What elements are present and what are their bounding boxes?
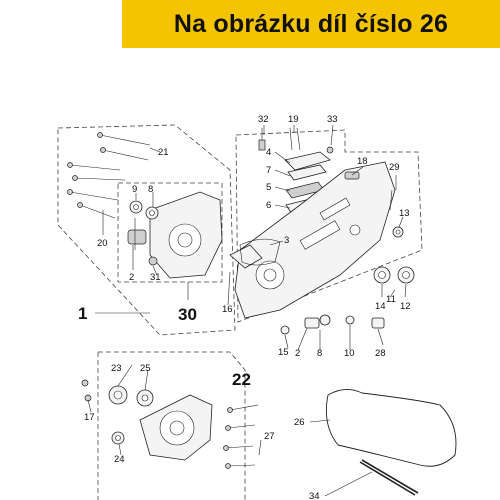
callout-25: 25 [140, 363, 151, 374]
group-outline-left [57, 124, 236, 336]
callout-19: 19 [288, 114, 299, 125]
callout-11: 11 [386, 294, 396, 305]
callout-12: 12 [400, 301, 411, 312]
callout-13: 13 [399, 208, 410, 219]
group-outline-22 [97, 351, 246, 500]
callout-14: 14 [375, 301, 386, 312]
callout-33: 33 [327, 114, 338, 125]
leader-lines [87, 124, 407, 497]
callout-24: 24 [114, 454, 125, 465]
callout-10: 10 [344, 348, 355, 359]
bolt-set-20-21 [67, 132, 151, 219]
callout-30: 30 [178, 305, 197, 324]
strip-34 [359, 459, 419, 496]
clutch-side-cover [81, 379, 213, 461]
callout-26: 26 [294, 417, 305, 428]
callout-8a: 8 [148, 184, 153, 195]
cover-gasket-26 [325, 389, 457, 467]
callout-1: 1 [78, 304, 87, 323]
main-crankcase-half [229, 161, 396, 319]
banner-title: Na obrázku díl číslo 26 [173, 9, 449, 38]
title-banner: Na obrázku díl číslo 26 [122, 0, 500, 48]
callout-8b: 8 [317, 348, 322, 359]
callout-28: 28 [375, 348, 386, 359]
callout-4: 4 [266, 147, 271, 158]
callout-22: 22 [232, 370, 251, 389]
callout-16: 16 [222, 304, 233, 315]
callout-7: 7 [266, 165, 271, 176]
callout-34: 34 [309, 491, 320, 500]
group-outline-main [235, 129, 423, 323]
crankcase-gasket [239, 238, 281, 266]
callout-29: 29 [389, 162, 400, 173]
callout-17: 17 [84, 412, 95, 423]
callout-27: 27 [264, 431, 275, 442]
callout-9: 9 [132, 184, 137, 195]
callout-31: 31 [150, 272, 161, 283]
callout-32: 32 [258, 114, 269, 125]
bearings-right [280, 171, 415, 335]
callout-3: 3 [284, 235, 289, 246]
callout-15: 15 [278, 347, 289, 358]
callout-20: 20 [97, 238, 108, 249]
callout-18: 18 [357, 156, 368, 167]
callout-6: 6 [266, 200, 271, 211]
callout-2a: 2 [129, 272, 134, 283]
group-outline-30 [117, 182, 223, 283]
callout-2b: 2 [295, 348, 300, 359]
screw-set-27 [223, 404, 259, 469]
left-crankcase-half [127, 191, 223, 279]
callout-23: 23 [111, 363, 122, 374]
callout-5: 5 [266, 182, 271, 193]
callout-21: 21 [158, 147, 169, 158]
